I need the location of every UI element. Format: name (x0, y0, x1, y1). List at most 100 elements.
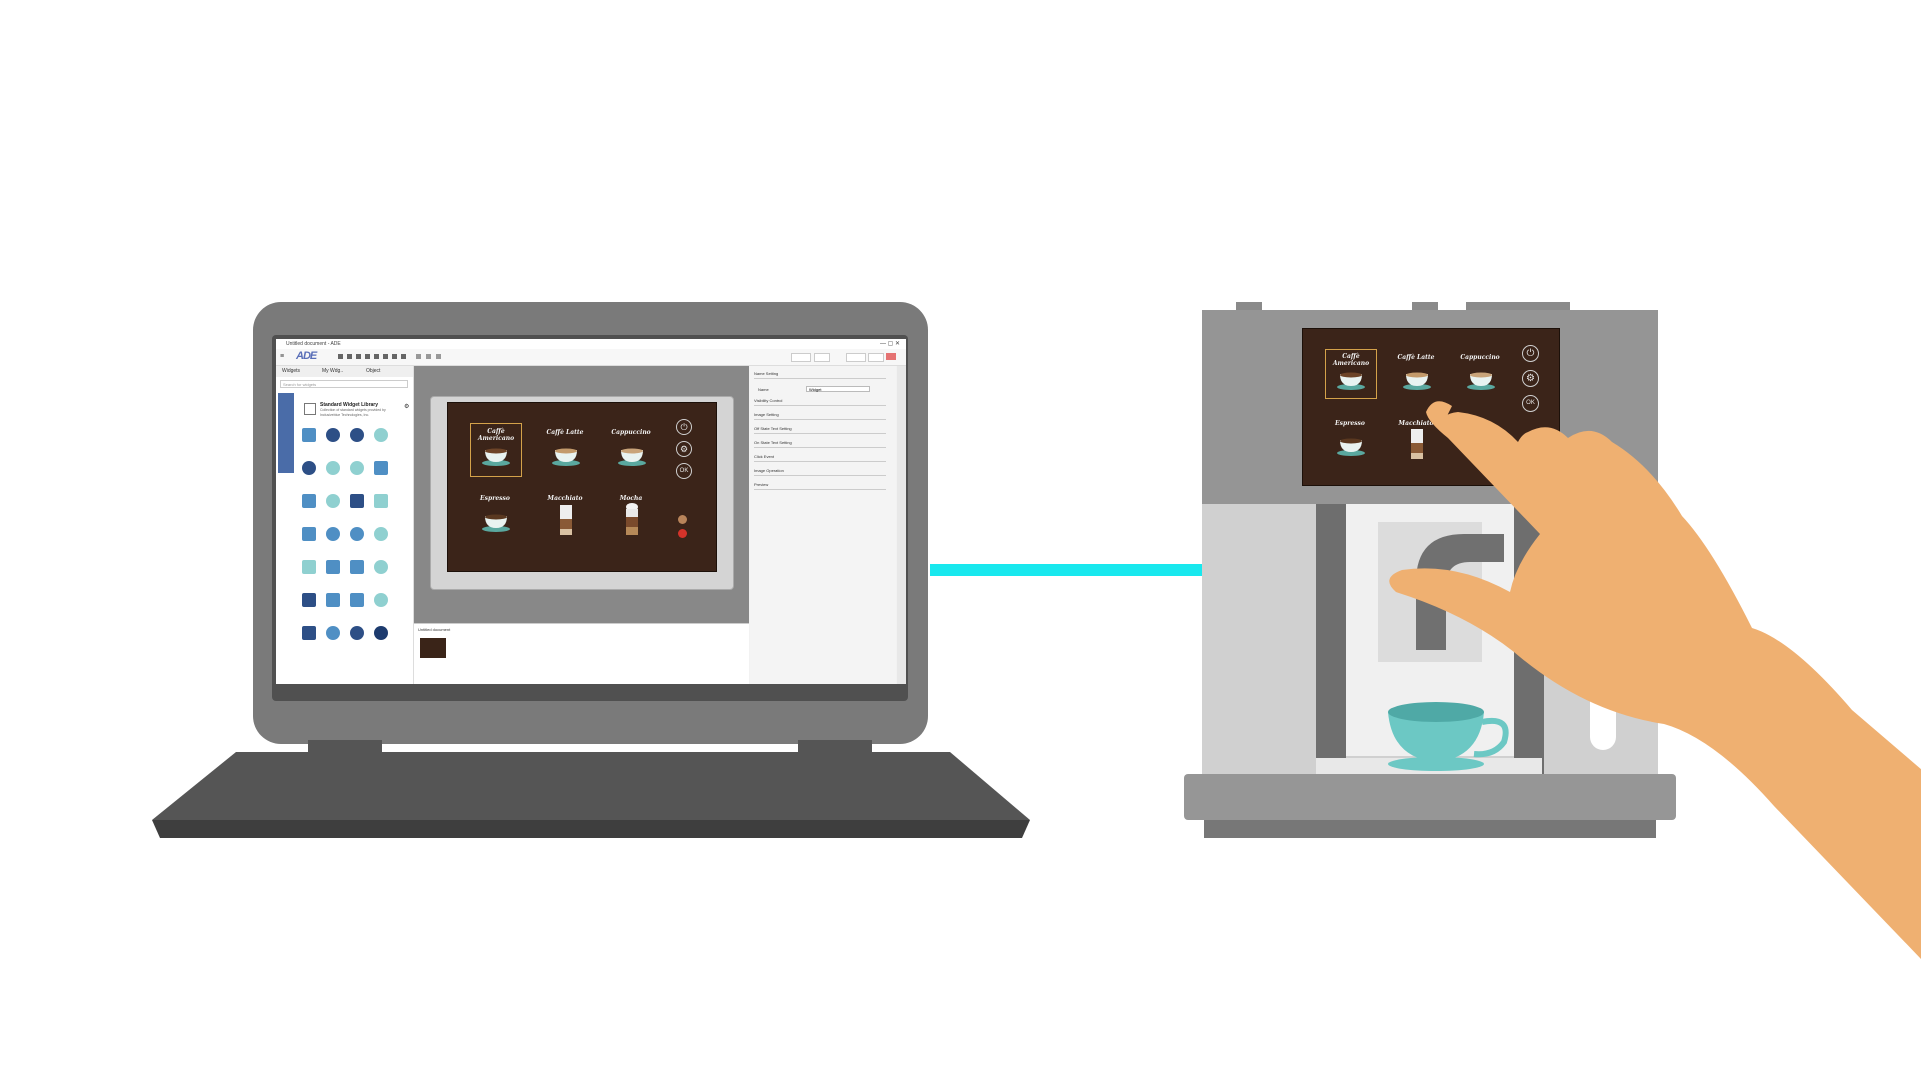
glass-icon (560, 505, 572, 535)
coffee-item[interactable]: Cappuccino (1455, 349, 1505, 397)
widget-thumb[interactable] (374, 428, 388, 442)
widget-thumb[interactable] (302, 494, 316, 508)
toolbar-icon[interactable] (401, 354, 406, 359)
widget-thumb[interactable] (350, 593, 364, 607)
widget-thumb[interactable] (326, 527, 340, 541)
power-icon[interactable]: ⏻ (1522, 345, 1539, 362)
coord-field[interactable] (814, 353, 830, 362)
ok-button[interactable]: OK (1522, 395, 1539, 412)
coffee-item[interactable]: Macchiato (540, 489, 590, 541)
coffee-item[interactable]: Cappuccino (606, 423, 656, 475)
widget-thumb[interactable] (350, 494, 364, 508)
widget-thumb[interactable] (326, 494, 340, 508)
coffee-label: Mocha (619, 495, 643, 502)
widget-thumb[interactable] (326, 593, 340, 607)
ide-window: Untitled document - ADE — ▢ ✕ ≡ ADE Widg… (276, 339, 906, 684)
category-strip[interactable] (278, 393, 294, 473)
coffee-item[interactable]: Caffè Latte (540, 423, 590, 475)
coffee-label: Cappuccino (1460, 354, 1500, 361)
name-input[interactable]: Widget (806, 386, 870, 392)
toolbar-icon[interactable] (365, 354, 370, 359)
toolbar-icon[interactable] (374, 354, 379, 359)
widget-thumb[interactable] (374, 560, 388, 574)
coord-field[interactable] (791, 353, 811, 362)
gear-icon[interactable]: ⚙ (404, 404, 410, 410)
tab-my-widgets[interactable]: My Wdg.. (322, 368, 344, 374)
side-dock[interactable] (897, 366, 906, 684)
connection-line (930, 564, 1203, 576)
toolbar-icon[interactable] (356, 354, 361, 359)
widget-thumb[interactable] (326, 560, 340, 574)
coffee-label: Macchiato (1398, 420, 1434, 427)
toolbar-icon[interactable] (383, 354, 388, 359)
widget-thumb[interactable] (302, 461, 316, 475)
widget-thumb[interactable] (374, 593, 388, 607)
widget-thumb[interactable] (350, 527, 364, 541)
widget-thumb[interactable] (350, 560, 364, 574)
coffee-label: Cappuccino (611, 429, 651, 436)
panel-tabs: Widgets My Wdg.. Object (276, 366, 413, 377)
widget-thumb[interactable] (302, 527, 316, 541)
color-button[interactable] (886, 353, 896, 360)
tab-widgets[interactable]: Widgets (282, 368, 301, 374)
cup-icon (1403, 372, 1431, 390)
menu-icon[interactable]: ≡ (280, 353, 285, 360)
toolbar-icon[interactable] (392, 354, 397, 359)
canvas-coffee-screen: Caffè Americano Caffè Latte Cappuccino E… (447, 402, 717, 572)
design-canvas[interactable]: Caffè Americano Caffè Latte Cappuccino E… (414, 366, 749, 623)
cup-icon (482, 448, 510, 466)
prop-section[interactable]: On State Text Setting (754, 440, 886, 448)
knob-icon[interactable] (1525, 434, 1535, 444)
toolbar-icon[interactable] (347, 354, 352, 359)
library-icon (304, 403, 316, 415)
prop-section[interactable]: Image Operation (754, 468, 886, 476)
zoom-icon[interactable] (416, 354, 421, 359)
prop-section[interactable]: Preview (754, 482, 886, 490)
zoom-icon[interactable] (436, 354, 441, 359)
widget-thumb[interactable] (350, 461, 364, 475)
glass-icon (626, 503, 638, 535)
zoom-icon[interactable] (426, 354, 431, 359)
gear-icon[interactable]: ⚙ (1522, 370, 1539, 387)
widget-thumb[interactable] (302, 428, 316, 442)
device-mockup: Caffè Americano Caffè Latte Cappuccino E… (430, 396, 734, 590)
size-field[interactable] (868, 353, 884, 362)
window-controls-icon[interactable]: — ▢ ✕ (879, 341, 900, 347)
widget-thumb[interactable] (326, 626, 340, 640)
prop-section[interactable]: Image Setting (754, 412, 886, 420)
ide-title-bar: Untitled document - ADE — ▢ ✕ (276, 339, 906, 349)
window-title: Untitled document - ADE (286, 341, 341, 347)
widget-thumb[interactable] (350, 428, 364, 442)
widget-thumb[interactable] (350, 626, 364, 640)
widget-search-input[interactable]: Search for widgets (280, 380, 408, 388)
coffee-item[interactable]: Caffè Latte (1391, 349, 1441, 397)
prop-section[interactable]: Off State Text Setting (754, 426, 886, 434)
ok-button[interactable]: OK (676, 463, 692, 479)
toolbar-icon[interactable] (338, 354, 343, 359)
power-icon[interactable]: ⏻ (676, 419, 692, 435)
coffee-item[interactable]: Espresso (1325, 415, 1375, 463)
page-thumbnail[interactable] (420, 638, 446, 658)
size-field[interactable] (846, 353, 866, 362)
widget-thumb[interactable] (302, 626, 316, 640)
widget-thumb[interactable] (374, 494, 388, 508)
widget-thumb[interactable] (302, 560, 316, 574)
widget-thumb[interactable] (374, 461, 388, 475)
coffee-item[interactable]: Espresso (470, 489, 520, 541)
coffee-item-selected[interactable]: Caffè Americano (1325, 349, 1377, 399)
knob-icon[interactable] (678, 515, 687, 524)
coffee-label: Caffè Latte (1397, 354, 1435, 361)
widget-thumb[interactable] (374, 626, 388, 640)
gear-icon[interactable]: ⚙ (676, 441, 692, 457)
widget-thumb[interactable] (374, 527, 388, 541)
widget-thumb[interactable] (326, 461, 340, 475)
prop-section[interactable]: Visibility Control (754, 398, 886, 406)
library-desc: Collection of standard widgets provided … (320, 408, 386, 417)
prop-section[interactable]: Name Setting (754, 371, 886, 379)
widget-thumb[interactable] (326, 428, 340, 442)
coffee-item[interactable]: Mocha (606, 489, 656, 541)
prop-section[interactable]: Click Event (754, 454, 886, 462)
tab-object[interactable]: Object (366, 368, 381, 374)
widget-thumb[interactable] (302, 593, 316, 607)
coffee-item-selected[interactable]: Caffè Americano (470, 423, 522, 477)
